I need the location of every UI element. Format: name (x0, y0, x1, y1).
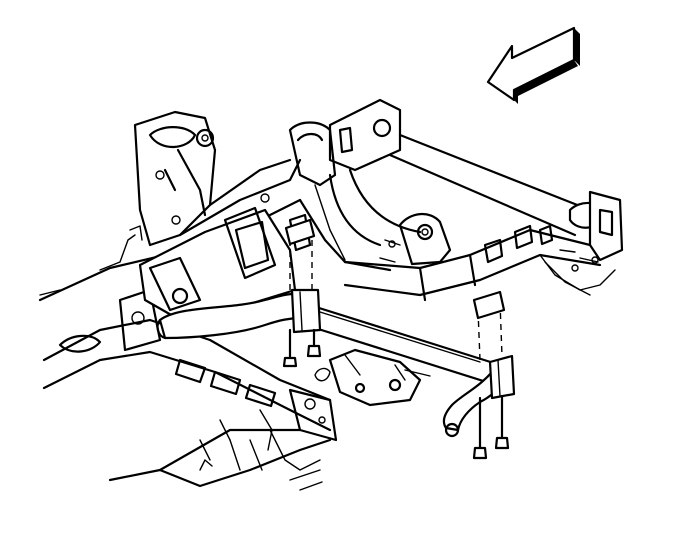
frame-crossmember (288, 98, 624, 302)
bolt-right-1 (472, 396, 488, 460)
stabilizer-shaft (294, 300, 502, 387)
bolt-right-2 (494, 394, 510, 450)
stabilizer-link-mount (314, 348, 431, 407)
bolt-left-2 (306, 328, 322, 358)
stabilizer-shaft-bracket-right (488, 354, 516, 400)
direction-arrow (486, 26, 580, 104)
bolt-left-1 (282, 328, 298, 368)
insulator-left (284, 218, 316, 290)
frame-detail-lines (39, 225, 273, 461)
insulator-right (472, 290, 506, 361)
stabilizer-shaft-bracket-left (290, 288, 322, 334)
vehicle-frame (38, 110, 338, 491)
